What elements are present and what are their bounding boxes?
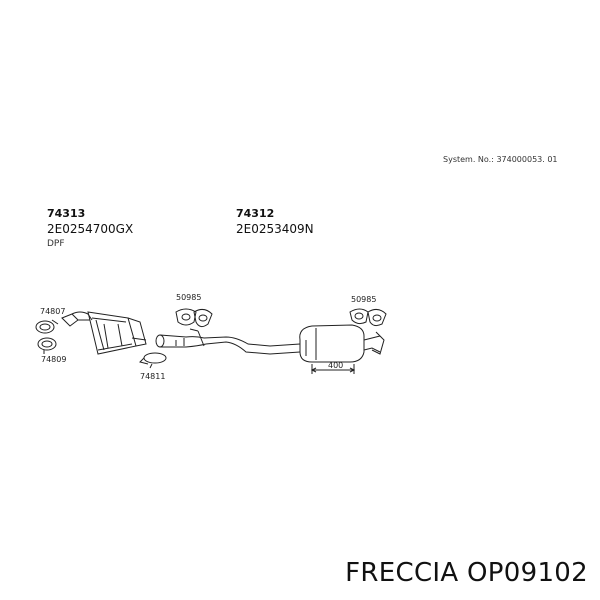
callout-hanger-mid: 50985	[176, 293, 202, 302]
dpf-label: DPF	[47, 239, 65, 249]
article-number: OP09102	[467, 558, 588, 588]
gasket-ring-top	[35, 320, 55, 334]
callout-hanger-rear: 50985	[351, 295, 377, 304]
brand-footer: FRECCIA OP09102	[345, 560, 588, 586]
oem-number-muffler: 2E0253409N	[236, 222, 314, 236]
dpf-unit	[61, 311, 147, 355]
rubber-hanger-mid-2	[193, 308, 213, 328]
dimension-line	[310, 364, 356, 374]
rubber-hanger-rear-2	[367, 308, 387, 327]
callout-gasket-top: 74807	[40, 307, 66, 316]
band-clamp	[139, 352, 167, 365]
rubber-hanger-rear-1	[349, 308, 369, 325]
dimension-label: 400	[328, 361, 344, 370]
rubber-hanger-mid-1	[175, 308, 197, 326]
callout-clamp: 74811	[140, 372, 166, 381]
middle-pipe	[155, 328, 301, 355]
oem-number-dpf: 2E0254700GX	[47, 222, 134, 236]
gasket-ring-bottom	[37, 337, 57, 351]
brand-name: FRECCIA	[345, 558, 459, 588]
rear-muffler	[299, 324, 385, 363]
callout-gasket-bottom: 74809	[41, 355, 67, 364]
part-number-muffler: 74312	[236, 207, 275, 220]
system-number: System. No.: 374000053. 01	[443, 155, 558, 164]
part-number-dpf: 74313	[47, 207, 86, 220]
